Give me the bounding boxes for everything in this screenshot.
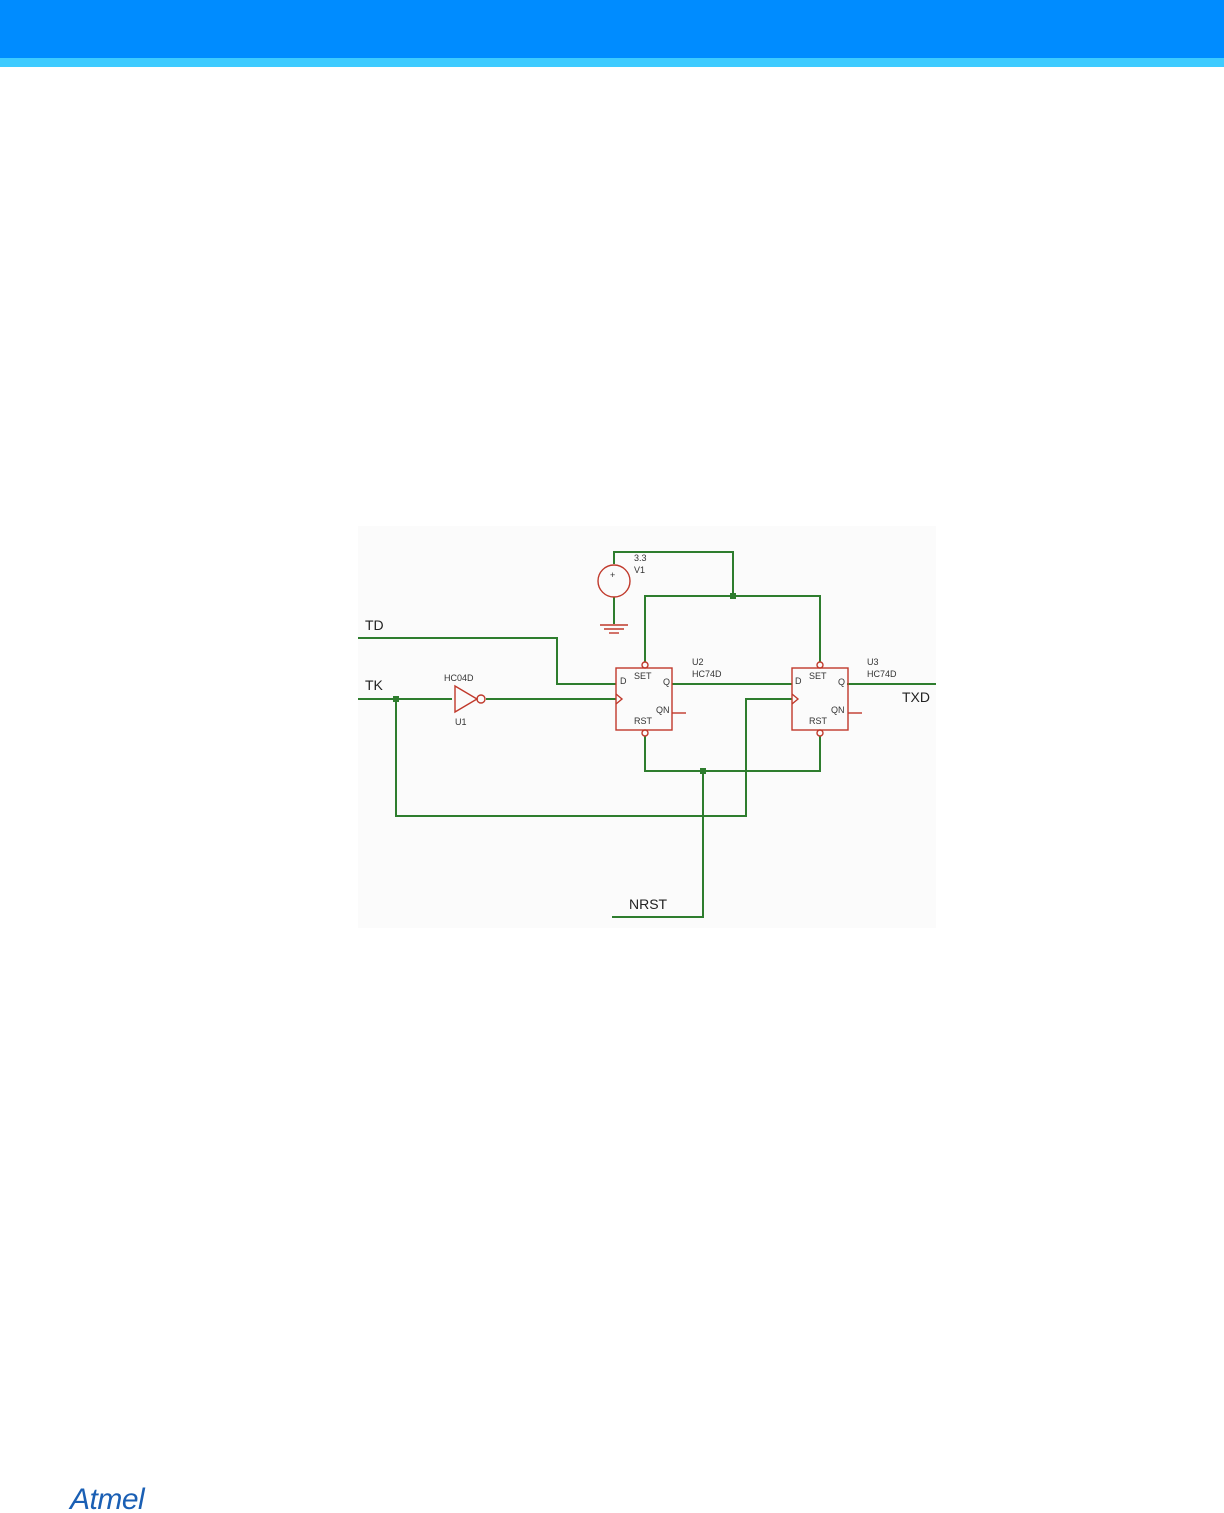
signal-label-nrst: NRST	[629, 896, 668, 912]
voltage-source-ref: V1	[634, 565, 645, 575]
wire-tk-u3-clk	[395, 698, 792, 817]
flipflop-u3-pin-qn: QN	[831, 705, 845, 715]
flipflop-u2-pin-q: Q	[663, 677, 670, 687]
flipflop-u3-pin-set: SET	[809, 671, 827, 681]
flipflop-u2-pin-qn: QN	[656, 705, 670, 715]
voltage-source-icon	[597, 564, 631, 598]
circuit-schematic: TD TK TXD NRST 3.3 V1 + HC04D U1 U2 HC74…	[358, 526, 936, 928]
components	[454, 564, 862, 737]
header-stripe	[0, 58, 1224, 67]
schematic-svg: TD TK TXD NRST 3.3 V1 + HC04D U1 U2 HC74…	[358, 551, 936, 918]
header-band	[0, 0, 1224, 58]
flipflop-u2-pin-rst: RST	[634, 716, 653, 726]
flipflop-u3-pin-q: Q	[838, 677, 845, 687]
voltage-source-value: 3.3	[634, 553, 647, 563]
flipflop-u2-icon	[615, 661, 686, 737]
junctions	[393, 593, 736, 774]
junction-vcc	[730, 593, 736, 599]
flipflop-u3-pin-d: D	[795, 676, 802, 686]
flipflop-u3-pin-rst: RST	[809, 716, 828, 726]
wire-nrst	[612, 771, 704, 918]
junction-tk	[393, 696, 399, 702]
signal-label-txd: TXD	[902, 689, 930, 705]
inverter-icon	[454, 684, 486, 714]
junction-nrst	[700, 768, 706, 774]
flipflop-u2-part: HC74D	[692, 669, 722, 679]
signal-label-tk: TK	[365, 677, 384, 693]
wire-set-bus	[644, 595, 821, 662]
inverter-part-label: HC04D	[444, 673, 474, 683]
flipflop-u2-pin-set: SET	[634, 671, 652, 681]
voltage-source-plus: +	[610, 570, 615, 580]
flipflop-u3-icon	[791, 661, 862, 737]
flipflop-u2-ref: U2	[692, 657, 704, 667]
wire-vcc-top	[613, 551, 734, 596]
flipflop-u3-ref: U3	[867, 657, 879, 667]
atmel-logo: Atmel	[70, 1483, 145, 1513]
inverter-ref-label: U1	[455, 717, 467, 727]
wire-td	[358, 637, 616, 685]
wire-rst-bus	[644, 736, 821, 772]
flipflop-u2-pin-d: D	[620, 676, 627, 686]
flipflop-u3-part: HC74D	[867, 669, 897, 679]
ground-icon	[600, 624, 628, 634]
wires	[358, 551, 936, 918]
signal-label-td: TD	[365, 617, 384, 633]
